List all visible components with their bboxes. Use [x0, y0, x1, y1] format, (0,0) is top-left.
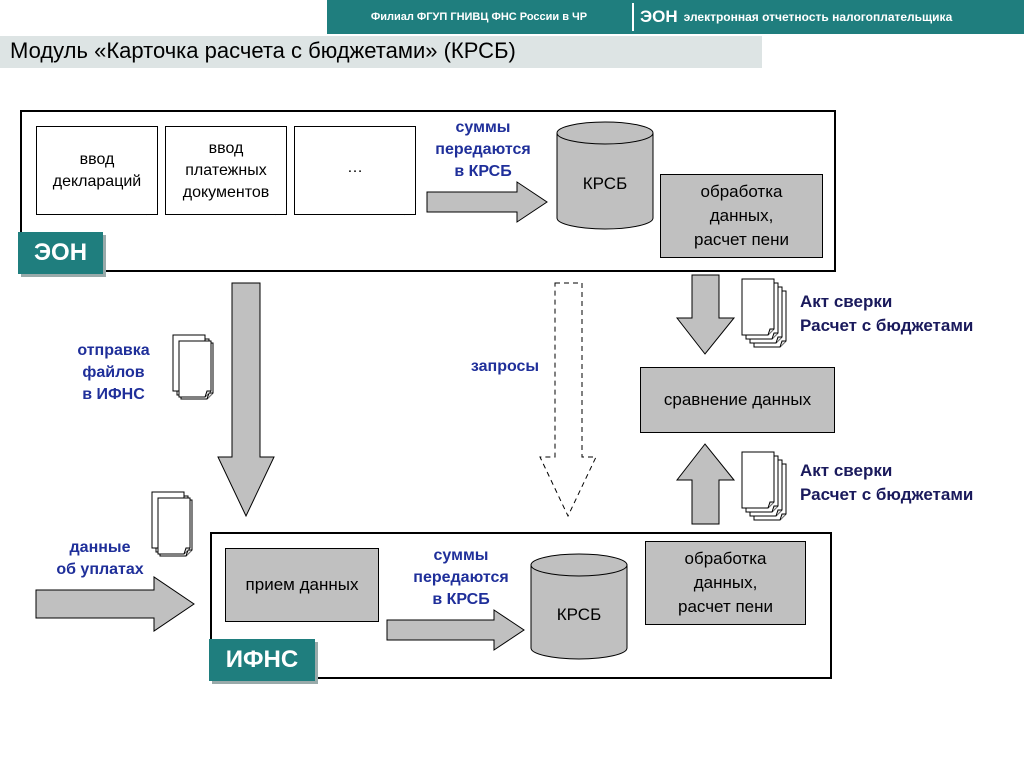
to-compare-down-arrow	[675, 274, 736, 355]
doc-declarations-input: ввод деклараций	[36, 126, 158, 215]
send-files-label: отправка файлов в ИФНС	[77, 342, 150, 403]
ifns-arrow-label: суммы передаются в КРСБ	[413, 547, 509, 608]
header-separator	[632, 3, 634, 31]
send-files-doc-stack	[172, 334, 214, 400]
header-product: ЭОН электронная отчетность налогоплатель…	[640, 0, 952, 34]
compare-data-box: сравнение данных	[640, 367, 835, 433]
doc-payments-input: ввод платежных документов	[165, 126, 287, 215]
send-files-arrow	[217, 282, 275, 518]
doc-other: …	[294, 126, 416, 215]
header-bar	[327, 0, 1024, 34]
eon-db-label: КРСБ	[582, 174, 628, 193]
act-top-label: Акт сверки Расчет с бюджетами	[800, 292, 974, 335]
title-bar	[0, 36, 762, 68]
act-top-doc-stack	[741, 278, 787, 348]
ifns-processing-box: обработка данных, расчет пени	[645, 541, 806, 625]
header-product-name: электронная отчетность налогоплательщика	[683, 10, 953, 24]
ifns-arrow-to-krsb	[386, 609, 525, 651]
ifns-db-label: КРСБ	[556, 605, 602, 624]
payments-doc-stack	[151, 491, 193, 557]
eon-tag: ЭОН	[18, 232, 103, 274]
ifns-krsb-database-icon	[530, 553, 628, 660]
header-product-abbr: ЭОН	[640, 7, 678, 26]
page-title: Модуль «Карточка расчета с бюджетами» (К…	[10, 38, 516, 63]
payments-arrow	[35, 576, 195, 632]
ifns-receive-box: прием данных	[225, 548, 379, 622]
eon-arrow-to-krsb	[426, 181, 548, 223]
payments-data-label: данные об уплатах	[56, 539, 144, 578]
requests-label: запросы	[470, 358, 540, 375]
act-bottom-doc-stack	[741, 451, 787, 521]
ifns-tag: ИФНС	[209, 639, 315, 681]
eon-arrow-label: суммы передаются в КРСБ	[435, 119, 531, 180]
header-org-name: Филиал ФГУП ГНИВЦ ФНС России в ЧР	[370, 11, 588, 23]
act-bottom-label: Акт сверки Расчет с бюджетами	[800, 461, 974, 504]
eon-krsb-database-icon	[556, 121, 654, 230]
to-compare-up-arrow	[675, 443, 736, 525]
requests-arrow	[539, 282, 597, 518]
eon-processing-box: обработка данных, расчет пени	[660, 174, 823, 258]
